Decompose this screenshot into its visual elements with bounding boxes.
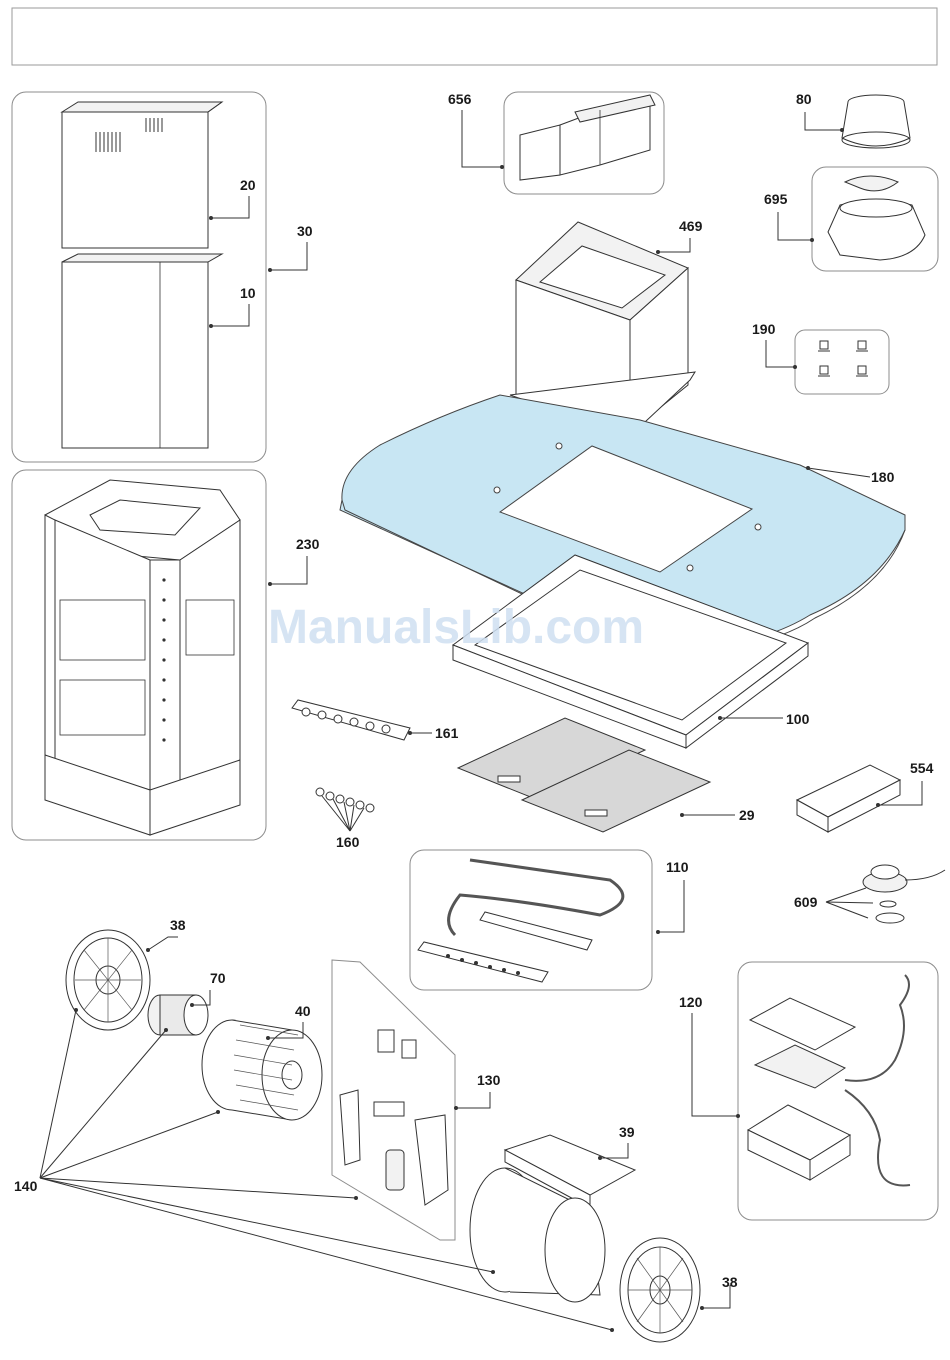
part-161-panel	[292, 700, 410, 740]
header-frame	[12, 8, 937, 65]
callout-190: 190	[752, 321, 776, 337]
callout-80: 80	[796, 91, 812, 107]
part-695-valve	[812, 167, 938, 271]
callout-120: 120	[679, 994, 703, 1010]
callout-695: 695	[764, 191, 788, 207]
callout-230: 230	[296, 536, 320, 552]
callout-100: 100	[786, 711, 810, 727]
callout-180: 180	[871, 469, 895, 485]
callout-609: 609	[794, 894, 818, 910]
part-80-collar	[842, 95, 910, 148]
callout-30: 30	[297, 223, 313, 239]
callout-161: 161	[435, 725, 459, 741]
callout-130: 130	[477, 1072, 501, 1088]
callout-38-top: 38	[170, 917, 186, 933]
watermark: ManualsLib.com	[268, 601, 644, 654]
callout-110: 110	[666, 859, 689, 875]
part-609-lamp	[863, 865, 945, 923]
part-70-motor	[148, 995, 208, 1035]
part-38-inlet-ring-left	[66, 930, 150, 1030]
callout-40: 40	[295, 1003, 311, 1019]
callout-10: 10	[240, 285, 256, 301]
part-40-fan-wheel	[202, 1020, 322, 1120]
part-120-electronics	[738, 962, 938, 1220]
callout-160: 160	[336, 834, 360, 850]
part-554-transformer	[797, 765, 900, 832]
part-656-duct	[504, 92, 664, 194]
support-frame-group	[12, 470, 266, 840]
part-110-wiring-kit	[410, 850, 652, 990]
callout-70: 70	[210, 970, 226, 986]
callout-38-bottom: 38	[722, 1274, 738, 1290]
part-190-screws	[795, 330, 889, 394]
callout-554: 554	[910, 760, 934, 776]
callout-656: 656	[448, 91, 472, 107]
callout-39: 39	[619, 1124, 635, 1140]
part-38-inlet-ring-right	[620, 1238, 700, 1342]
chimney-group	[12, 92, 266, 462]
callout-20: 20	[240, 177, 256, 193]
part-39-scroll-housing	[470, 1135, 635, 1302]
callout-140: 140	[14, 1178, 38, 1194]
callout-469: 469	[679, 218, 703, 234]
callout-29: 29	[739, 807, 755, 823]
